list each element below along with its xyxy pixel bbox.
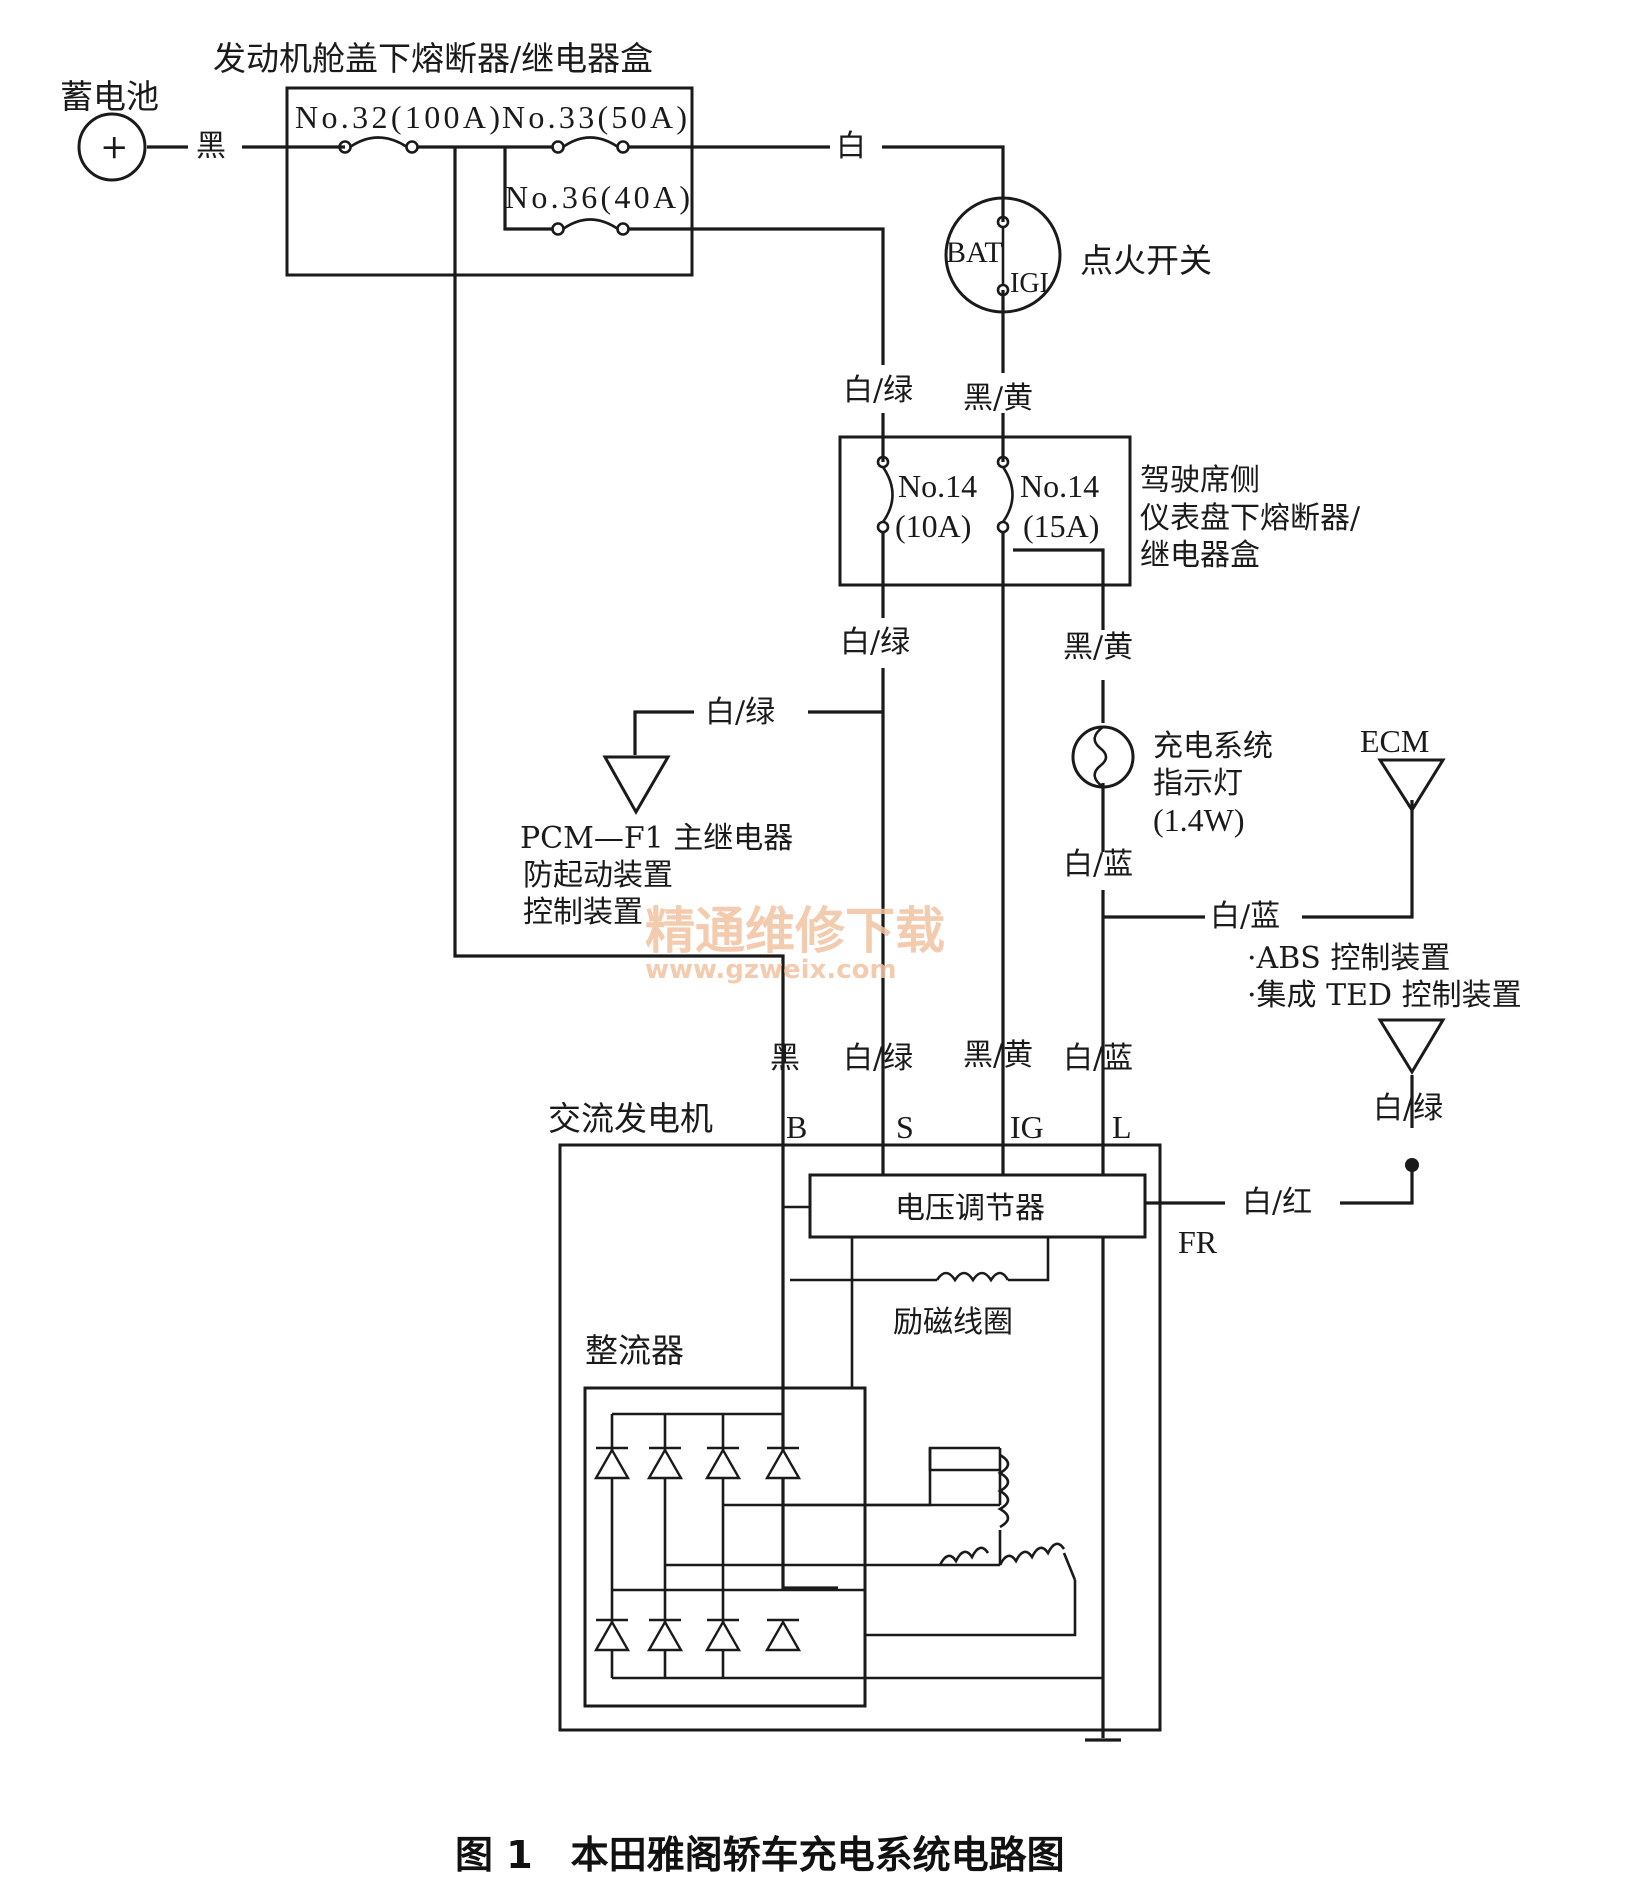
fuse-no32-symbol — [338, 136, 419, 154]
ignition-switch: BAT IGI 点火开关 — [944, 196, 1212, 314]
lamp-symbol — [1071, 725, 1135, 789]
pcm-main-relay: PCM—F1 主继电器 防起动装置 控制装置 — [520, 755, 793, 930]
abs-junction-dot — [1405, 1158, 1419, 1172]
battery-symbol — [77, 112, 147, 182]
alternator-label: 交流发电机 — [548, 1099, 713, 1138]
dash-fuse-box-label-2: 仪表盘下熔断器/ — [1140, 501, 1361, 536]
wires — [147, 145, 1414, 1742]
lamp-label-3: (1.4W) — [1153, 802, 1245, 838]
fr-terminal-label: FR — [1178, 1224, 1218, 1260]
battery: 蓄电池 + — [60, 77, 159, 182]
voltage-regulator-label: 电压调节器 — [895, 1191, 1045, 1226]
wire-label-white-red: 白/红 — [1242, 1185, 1312, 1220]
abs-label-1: ·ABS 控制装置 — [1247, 941, 1450, 976]
fuse-no33-symbol — [551, 136, 630, 154]
wire-label-white-top: 白 — [836, 129, 866, 164]
battery-plus: + — [100, 127, 129, 167]
terminal-s: S — [896, 1109, 914, 1145]
fuse-a-rating: (10A) — [895, 508, 971, 544]
wire-label-black-yellow-1: 黑/黄 — [963, 381, 1033, 416]
fuse-no36-label: No.36(40A) — [505, 179, 690, 215]
terminal-l: L — [1112, 1109, 1132, 1145]
rectifier-diodes-lower — [593, 1618, 802, 1652]
wire-label-black-yellow-2: 黑/黄 — [1063, 630, 1133, 665]
dash-fuse-box-label-3: 继电器盒 — [1140, 538, 1260, 573]
wire-label-black-battery: 黑 — [196, 129, 226, 164]
fuse-b-rating: (15A) — [1023, 508, 1099, 544]
fuse-b-number: No.14 — [1020, 468, 1099, 504]
voltage-regulator-box — [808, 1173, 1147, 1239]
alternator: 交流发电机 B S IG L 电压调节器 FR 白/红 励磁线圈 整流器 — [548, 1099, 1312, 1732]
charge-indicator-lamp: 充电系统 指示灯 (1.4W) — [1071, 725, 1273, 838]
terminal-b: B — [786, 1109, 807, 1145]
dash-fuse-relay-box: No.14 (10A) No.14 (15A) 驾驶席侧 仪表盘下熔断器/ 继电… — [838, 435, 1361, 587]
watermark-url: www.gzweix.com — [645, 955, 897, 985]
abs-ted-control: ·ABS 控制装置 ·集成 TED 控制装置 白/绿 — [1247, 941, 1522, 1172]
field-coil-symbol — [935, 1271, 1010, 1283]
fuse-a-number: No.14 — [898, 468, 977, 504]
lamp-label-2: 指示灯 — [1153, 766, 1243, 801]
watermark: 精通维修下载 www.gzweix.com — [645, 902, 945, 985]
rectifier-box — [583, 1386, 867, 1708]
stator-windings — [928, 1448, 1077, 1581]
ecm-label: ECM — [1360, 723, 1429, 759]
wire-label-white-blue-1: 白/蓝 — [1063, 847, 1133, 882]
pcm-connector-symbol — [602, 755, 671, 816]
wire-label-white-green-pcm: 白/绿 — [705, 695, 775, 730]
ecm: ECM — [1360, 723, 1446, 813]
wire-label-black-b: 黑 — [770, 1041, 800, 1076]
ignition-ig-label: IGI — [1010, 268, 1049, 299]
wire-label-white-green-1: 白/绿 — [843, 373, 913, 408]
pcm-label-1: PCM—F1 主继电器 — [520, 821, 793, 856]
wire-label-white-green-2: 白/绿 — [840, 625, 910, 660]
fuse-no36-symbol — [551, 218, 630, 236]
engine-fuse-relay-box: 发动机舱盖下熔断器/继电器盒 No.32(100A) No.33(50A) No… — [213, 39, 694, 277]
wire-label-black-yellow-ig: 黑/黄 — [963, 1038, 1033, 1073]
lamp-label-1: 充电系统 — [1153, 729, 1273, 764]
abs-label-2: ·集成 TED 控制装置 — [1247, 978, 1522, 1013]
abs-connector-symbol — [1377, 1018, 1446, 1075]
terminal-ig: IG — [1010, 1109, 1044, 1145]
engine-fuse-box-title: 发动机舱盖下熔断器/继电器盒 — [213, 39, 653, 78]
wire-label-white-green-abs: 白/绿 — [1373, 1091, 1443, 1126]
wire-label-white-blue-l: 白/蓝 — [1063, 1041, 1133, 1076]
dash-fuse-box-label-1: 驾驶席侧 — [1140, 463, 1260, 498]
watermark-cn: 精通维修下载 — [645, 902, 945, 960]
figure-caption: 图 1 本田雅阁轿车充电系统电路图 — [455, 1833, 1065, 1877]
ignition-bat-label: BAT — [946, 236, 1003, 269]
ignition-switch-symbol — [944, 196, 1062, 314]
fuse-no32-label: No.32(100A) — [295, 99, 500, 135]
ignition-switch-label: 点火开关 — [1080, 241, 1212, 280]
field-coil-label: 励磁线圈 — [893, 1305, 1013, 1340]
ecm-connector-symbol — [1377, 758, 1446, 813]
pcm-label-2: 防起动装置 — [523, 858, 673, 893]
rectifier-diodes-upper — [593, 1446, 802, 1480]
rectifier-label: 整流器 — [585, 1331, 684, 1370]
wire-label-white-green-s: 白/绿 — [843, 1041, 913, 1076]
battery-label: 蓄电池 — [60, 77, 159, 116]
fuse-no33-label: No.33(50A) — [502, 99, 687, 135]
wire-label-white-blue-ecm: 白/蓝 — [1210, 899, 1280, 934]
pcm-label-3: 控制装置 — [523, 895, 643, 930]
